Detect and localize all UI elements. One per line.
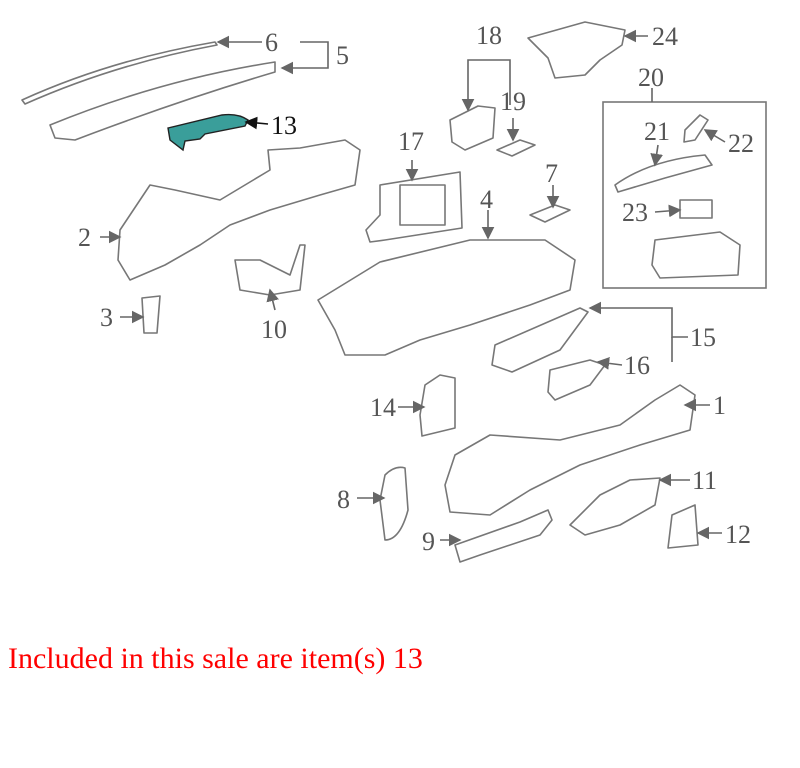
callout-6: 6	[265, 28, 278, 57]
callout-23: 23	[622, 198, 648, 227]
part-9	[454, 509, 553, 563]
callout-22: 22	[728, 129, 754, 158]
part-20-group-box	[602, 101, 767, 289]
part-4-instrument-panel	[317, 239, 576, 356]
part-12	[667, 504, 699, 549]
callout-15: 15	[690, 323, 716, 352]
callout-1: 1	[713, 391, 726, 420]
part-13-highlighted	[167, 113, 249, 152]
callout-11: 11	[692, 466, 717, 495]
part-14	[419, 374, 456, 437]
sale-caption: Included in this sale are item(s) 13	[8, 642, 423, 675]
part-19	[496, 139, 536, 157]
callout-21: 21	[644, 117, 670, 146]
part-3	[141, 295, 161, 334]
callout-14: 14	[370, 393, 396, 422]
part-7	[529, 204, 571, 223]
part-2-cross-beam	[117, 139, 361, 281]
callout-12: 12	[725, 520, 751, 549]
part-24	[527, 21, 626, 79]
part-1-lower-structure	[444, 384, 696, 516]
part-16	[547, 359, 606, 401]
part-5-defroster-panel	[49, 61, 276, 141]
callout-24: 24	[652, 22, 678, 51]
part-8	[379, 466, 409, 541]
callout-5: 5	[336, 41, 349, 70]
part-21	[614, 154, 713, 193]
part-20-vent	[651, 231, 741, 279]
callout-17: 17	[398, 127, 424, 156]
part-23	[679, 199, 713, 219]
callout-7: 7	[545, 159, 558, 188]
parts-diagram: 1 2 3 4 5 6 7 8 9 10 11 12 13 14 15 16 1…	[21, 21, 767, 563]
callout-13: 13	[271, 111, 297, 140]
callout-9: 9	[422, 527, 435, 556]
callout-2: 2	[78, 223, 91, 252]
part-18	[449, 105, 496, 151]
callout-19: 19	[500, 87, 526, 116]
part-10-bracket	[234, 244, 306, 296]
part-15	[491, 307, 589, 373]
callout-20: 20	[638, 63, 664, 92]
part-11	[569, 477, 661, 536]
callout-18: 18	[476, 21, 502, 50]
callout-4: 4	[480, 185, 493, 214]
callout-10: 10	[261, 315, 287, 344]
callout-3: 3	[100, 303, 113, 332]
part-17-screen	[399, 184, 446, 226]
part-22	[683, 114, 709, 143]
callout-16: 16	[624, 351, 650, 380]
callout-8: 8	[337, 485, 350, 514]
